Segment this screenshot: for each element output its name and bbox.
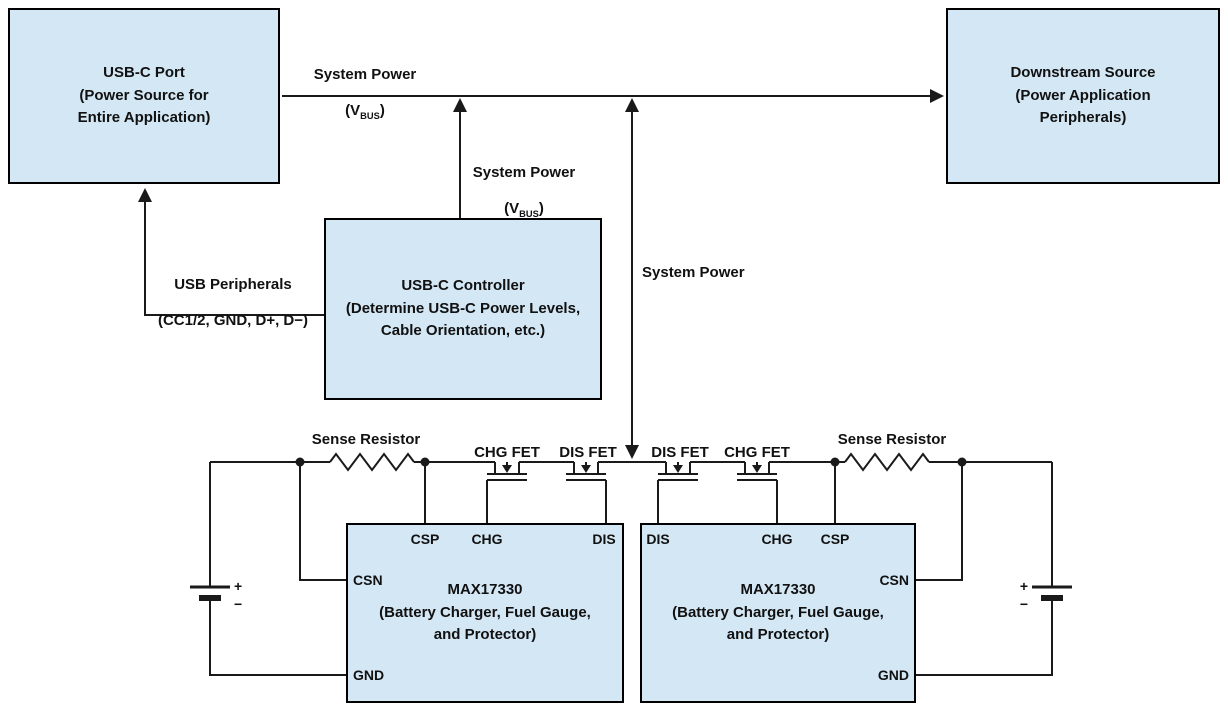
block-downstream-source: Downstream Source (Power Application Per… [946,8,1220,184]
csn-right-wire [916,462,963,581]
block-usb-c-controller-label: USB-C Controller (Determine USB-C Power … [345,277,581,340]
pin-gnd-left: GND [353,667,385,683]
pin-chg-right: CHG [761,531,793,547]
mosfet-chg-right-symbol [737,462,778,523]
sense-resistor-left-label: Sense Resistor [311,431,421,448]
pin-csn-left: CSN [353,572,383,588]
chg-fet-right-label: CHG FET [724,444,790,461]
block-max17330-right-label: MAX17330 (Battery Charger, Fuel Gauge, a… [672,581,884,644]
arrow-up-icon [138,188,152,202]
block-max17330-left-label: MAX17330 (Battery Charger, Fuel Gauge, a… [379,581,591,644]
mosfet-dis-left-symbol [566,462,607,523]
battery-left-minus-label: − [234,596,243,612]
arrow-up-icon [625,98,639,112]
sense-resistor-right-symbol [844,452,930,472]
dis-fet-right-label: DIS FET [651,444,709,461]
system-power-label: System Power [642,264,745,281]
block-usb-c-port: USB-C Port (Power Source for Entire Appl… [8,8,280,184]
arrow-up-icon [453,98,467,112]
vbus-subscript: BUS [360,111,380,121]
pin-dis-left: DIS [592,531,616,547]
block-downstream-source-label: Downstream Source (Power Application Per… [1010,64,1156,127]
battery-right-symbol [916,462,1072,676]
arrow-down-icon [625,445,639,459]
pin-csp-right: CSP [820,531,850,547]
block-usb-c-controller: USB-C Controller (Determine USB-C Power … [324,218,602,400]
system-power-vbus-label-1: System Power (VBUS) [313,66,417,121]
battery-right-plus-label: + [1019,578,1028,594]
vbus-subscript: BUS [519,209,539,219]
arrow-right-icon [930,89,944,103]
battery-right-minus-label: − [1019,596,1028,612]
chg-fet-left-label: CHG FET [474,444,540,461]
sense-resistor-left-symbol [329,452,415,472]
sense-resistor-right-label: Sense Resistor [837,431,947,448]
mosfet-chg-left-symbol [486,462,527,523]
pin-csn-right: CSN [879,572,909,588]
pin-dis-right: DIS [646,531,670,547]
pin-chg-left: CHG [471,531,503,547]
usb-peripherals-wire [144,200,324,316]
pin-gnd-right: GND [877,667,909,683]
battery-left-plus-label: + [234,578,243,594]
mosfet-dis-right-symbol [657,462,698,523]
pin-csp-left: CSP [410,531,440,547]
csn-left-wire [299,462,346,581]
battery-left-symbol [190,462,346,676]
block-usb-c-port-label: USB-C Port (Power Source for Entire Appl… [77,64,211,127]
system-power-vbus-label-2: System Power (VBUS) [472,164,576,219]
block-max17330-right: MAX17330 (Battery Charger, Fuel Gauge, a… [640,523,916,703]
usb-peripherals-label: USB Peripherals (CC1/2, GND, D+, D−) [157,276,309,329]
dis-fet-left-label: DIS FET [559,444,617,461]
block-max17330-left: MAX17330 (Battery Charger, Fuel Gauge, a… [346,523,624,703]
